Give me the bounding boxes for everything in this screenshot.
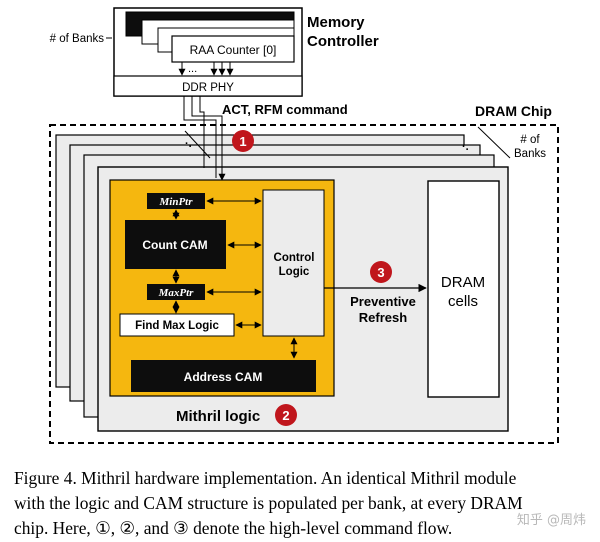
counter-dots: ... [188,63,197,75]
min-ptr-label: MinPtr [158,196,193,208]
command-wires [183,96,226,181]
command-label: ACT, RFM command [222,102,348,117]
svg-text:·.: ·. [185,138,192,150]
mithril-module: MinPtr Count CAM MaxPtr Find Max Logic C… [109,179,335,397]
dram-cells-block [427,180,500,398]
address-cam-label: Address CAM [184,370,263,384]
figure-caption: Figure 4. Mithril hardware implementatio… [14,466,588,541]
step-marker-3: 3 [370,261,392,283]
step-marker-2: 2 [275,404,297,426]
control-logic-label-1: Control [274,252,315,264]
step-marker-1: 1 [232,130,254,152]
mithril-logic-label: Mithril logic [176,408,260,425]
count-cam-label: Count CAM [142,238,207,252]
caption-line-2: with the logic and CAM structure is popu… [14,493,523,513]
dram-chip-boundary [49,124,559,444]
dram-banks-label-1: # of [520,134,540,146]
caption-line-3: chip. Here, ①, ②, and ③ denote the high-… [14,518,453,538]
svg-text:2: 2 [282,408,289,423]
control-logic-label-2: Logic [279,266,310,278]
figure-4-diagram: ... RAA Counter [0] DDR PHY ... # of Ban… [49,7,559,444]
preventive-refresh-label-2: Refresh [359,310,407,325]
dram-chip-label: DRAM Chip [475,103,552,119]
watermark: 知乎 @周炜 [516,513,586,528]
dram-banks-label-2: Banks [514,148,546,160]
memory-controller-title-2: Controller [307,33,379,50]
preventive-refresh-label-1: Preventive [350,294,416,309]
max-ptr-label: MaxPtr [158,287,195,299]
memory-controller: ... RAA Counter [0] DDR PHY ... # of Ban… [50,7,379,97]
caption-line-1: Figure 4. Mithril hardware implementatio… [14,468,517,488]
svg-text:·.: ·. [462,141,469,153]
svg-text:1: 1 [239,134,246,149]
svg-text:3: 3 [377,265,384,280]
find-max-logic-label: Find Max Logic [135,320,219,332]
raa-counter-label: RAA Counter [0] [190,43,277,57]
memory-controller-title-1: Memory [307,14,365,31]
ddr-phy-label: DDR PHY [182,82,234,94]
dram-cells-label-1: DRAM [441,274,485,291]
dram-cells-label-2: cells [448,293,478,310]
mc-banks-label: # of Banks [50,33,105,45]
